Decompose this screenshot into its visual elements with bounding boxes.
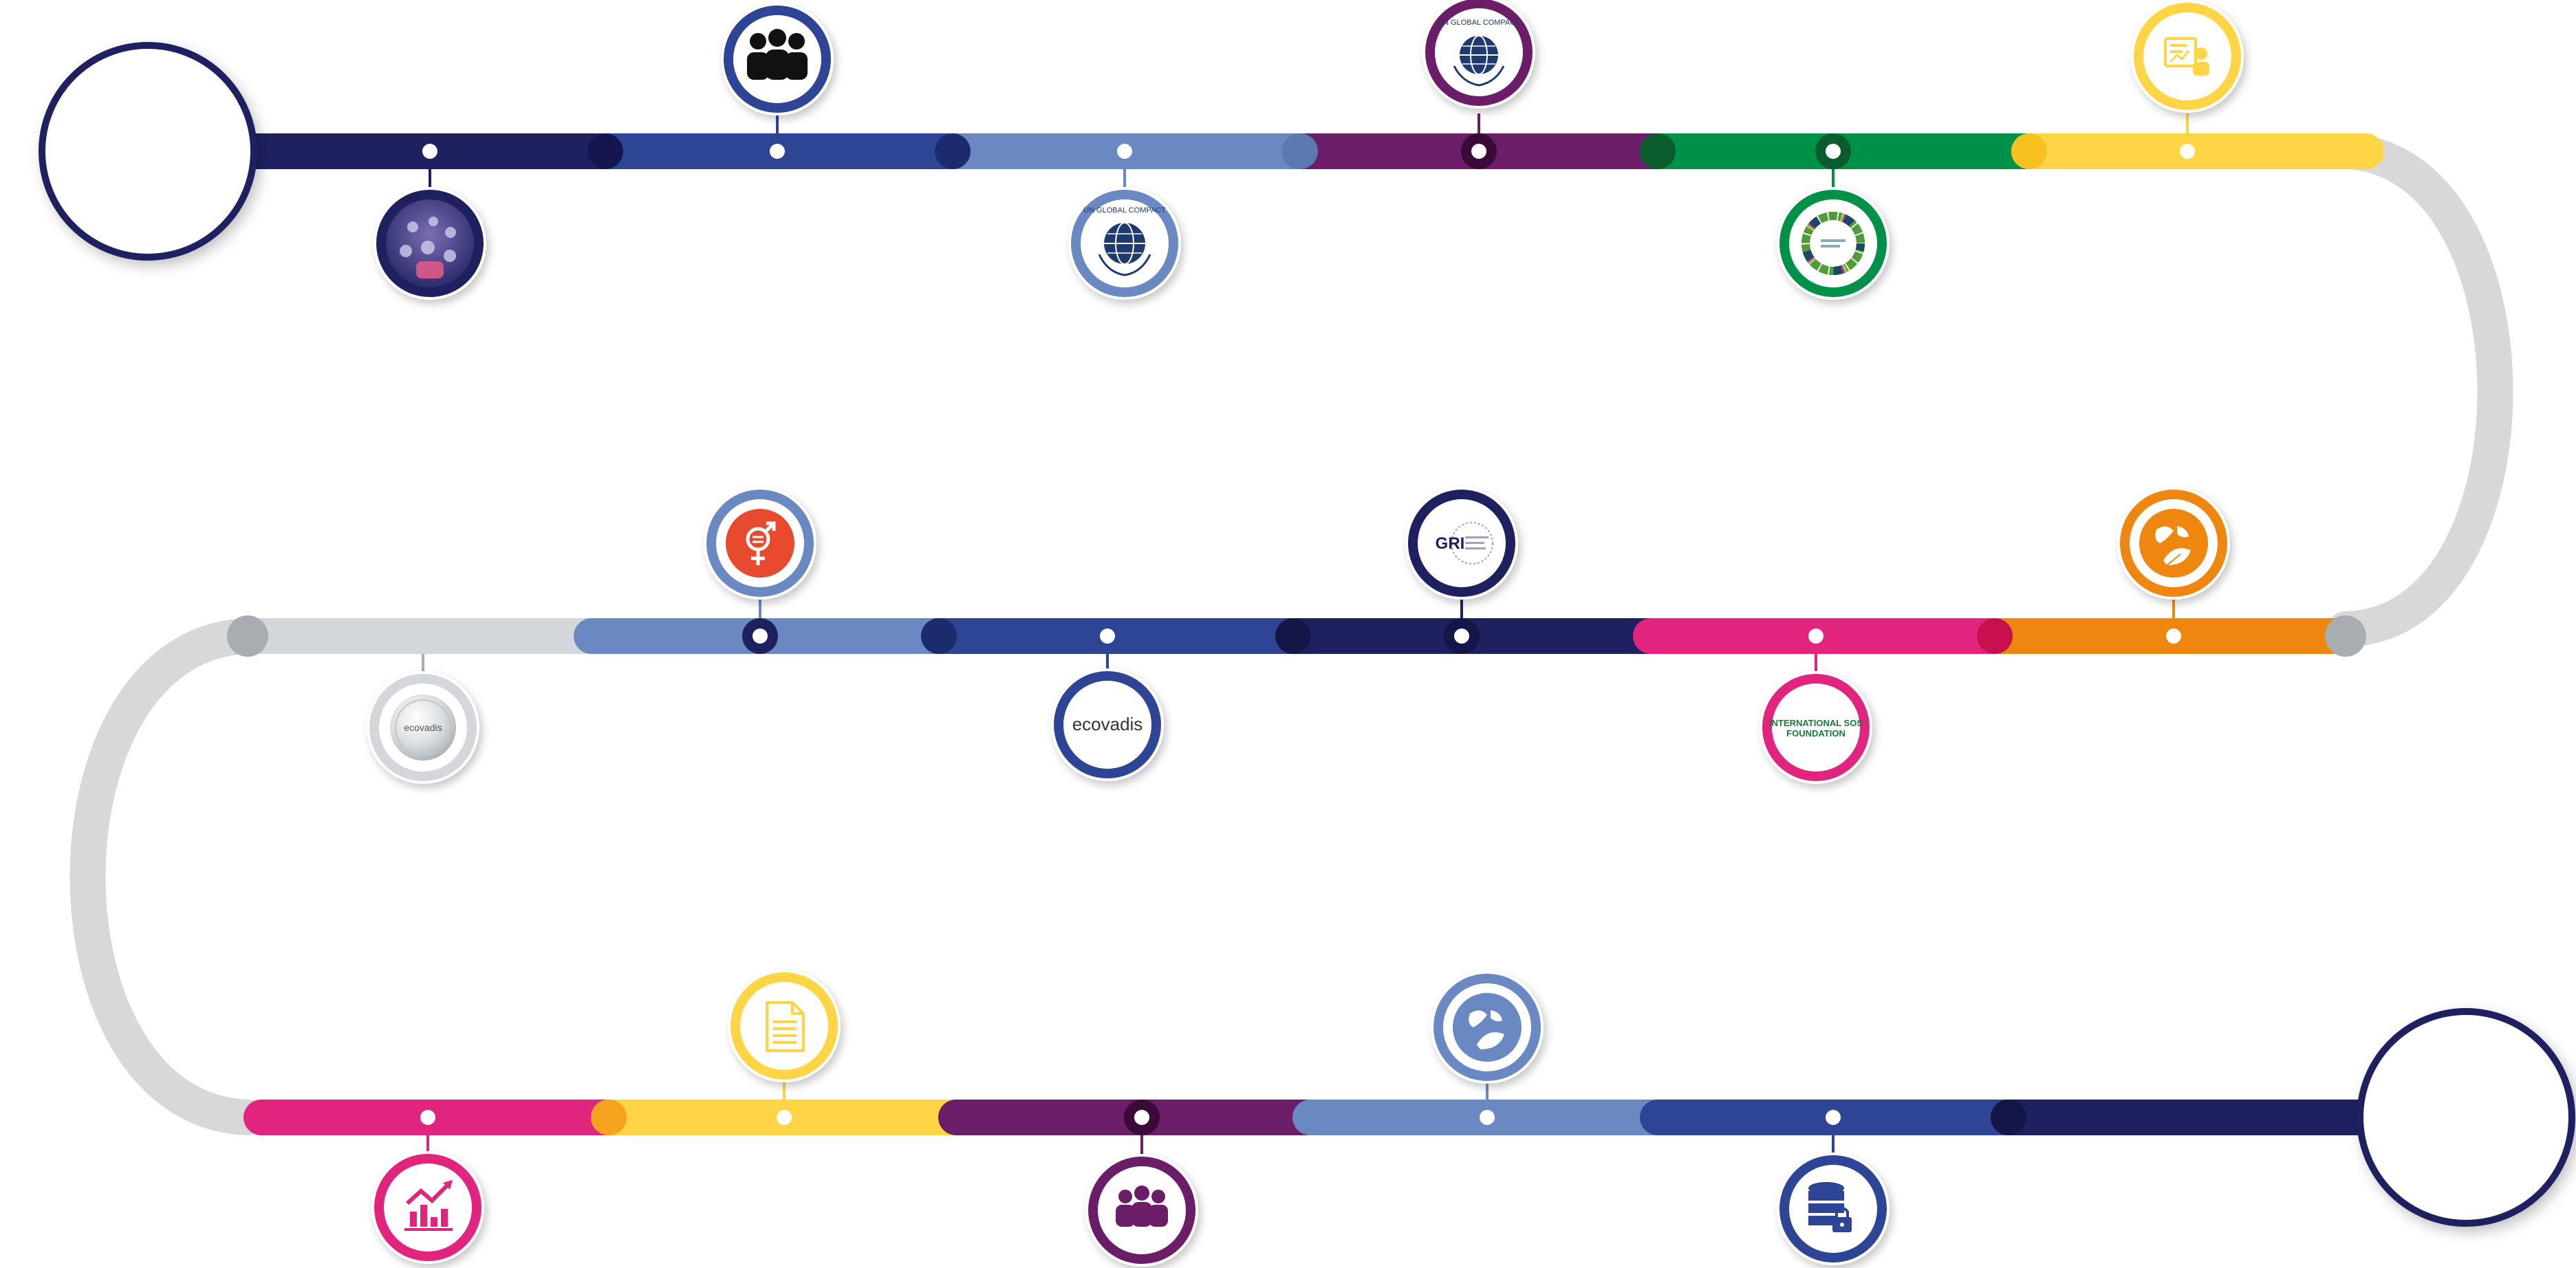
track-joint <box>2011 133 2047 169</box>
people-group-icon <box>747 29 808 80</box>
milestone-4[interactable]: UN GLOBAL COMPACT <box>1422 0 1535 169</box>
track-joint <box>591 1100 627 1135</box>
sdg-center <box>1818 237 1848 250</box>
un-global-compact-logo-icon <box>1453 35 1505 87</box>
track-joint <box>935 133 971 169</box>
sdg-wheel-icon <box>1801 212 1865 275</box>
gender-equality-symbol <box>746 521 776 565</box>
milestone-10[interactable]: GRI <box>1405 487 1518 654</box>
track-joint <box>1275 618 1311 654</box>
milestone-5[interactable] <box>1777 133 1890 300</box>
crowd-photo-icon-detail <box>400 217 456 278</box>
milestone-9[interactable]: ecovadis <box>1051 618 1164 781</box>
ecovadis-medal-icon <box>390 695 456 761</box>
end-ring <box>2357 1008 2575 1227</box>
track-joint <box>1282 133 1318 169</box>
growth-chart-icon <box>404 1180 453 1231</box>
milestone-13[interactable] <box>371 1100 484 1264</box>
earth-leaf-detail <box>2155 526 2191 566</box>
milestone-8[interactable] <box>704 487 816 654</box>
report-presentation-icon <box>2164 37 2209 76</box>
milestone-11[interactable]: INTERNATIONAL SOS FOUNDATION <box>1760 618 1872 784</box>
track-joint <box>1991 1100 2026 1135</box>
un-global-compact-logo-icon <box>1098 222 1151 276</box>
milestone-12[interactable] <box>2117 487 2230 654</box>
start-ring <box>39 42 257 261</box>
gri-label: GRI <box>1436 534 1465 553</box>
track-joint <box>1977 618 2013 654</box>
ecovadis-medal-label: ecovadis <box>404 722 442 733</box>
track-row-3 <box>243 1100 2384 1135</box>
earth-leaf-icon <box>1453 993 1522 1062</box>
track-row-2 <box>227 615 2366 657</box>
international-sos-foundation-line2: FOUNDATION <box>1786 728 1846 739</box>
track-joint <box>587 133 623 169</box>
track-row-1 <box>237 133 2384 169</box>
milestone-1[interactable] <box>374 133 486 300</box>
database-lock-icon <box>1808 1182 1852 1232</box>
track-joint <box>2325 615 2366 657</box>
milestone-14[interactable] <box>728 970 841 1135</box>
gri-logo-icon: GRI <box>1436 522 1493 565</box>
track-joint <box>921 618 957 654</box>
ecovadis-logo-icon: ecovadis <box>1072 714 1143 734</box>
track-curve-right <box>2328 133 2513 647</box>
gender-equality-icon <box>726 509 794 578</box>
international-sos-foundation-icon: INTERNATIONAL SOS <box>1769 718 1863 728</box>
people-group-icon <box>1116 1185 1168 1227</box>
milestone-6[interactable] <box>2131 0 2244 169</box>
milestone-3[interactable]: UN GLOBAL COMPACT <box>1068 133 1181 300</box>
milestone-2[interactable] <box>721 3 834 169</box>
earth-leaf-detail <box>1469 1010 1504 1049</box>
earth-leaf-icon <box>2139 509 2208 578</box>
un-global-compact-label: UN GLOBAL COMPACT <box>1083 206 1166 215</box>
milestone-7[interactable]: ecovadis <box>367 618 479 784</box>
document-icon <box>766 1001 805 1052</box>
milestone-17[interactable] <box>1777 1100 1890 1265</box>
track-joint <box>1640 133 1676 169</box>
track-curve-left <box>69 618 266 1135</box>
un-global-compact-label: UN GLOBAL COMPACT <box>1438 19 1520 27</box>
track-curves <box>69 133 2513 1135</box>
milestone-15[interactable] <box>1085 1100 1198 1267</box>
track-joint <box>227 615 268 657</box>
milestone-16[interactable] <box>1431 971 1544 1135</box>
